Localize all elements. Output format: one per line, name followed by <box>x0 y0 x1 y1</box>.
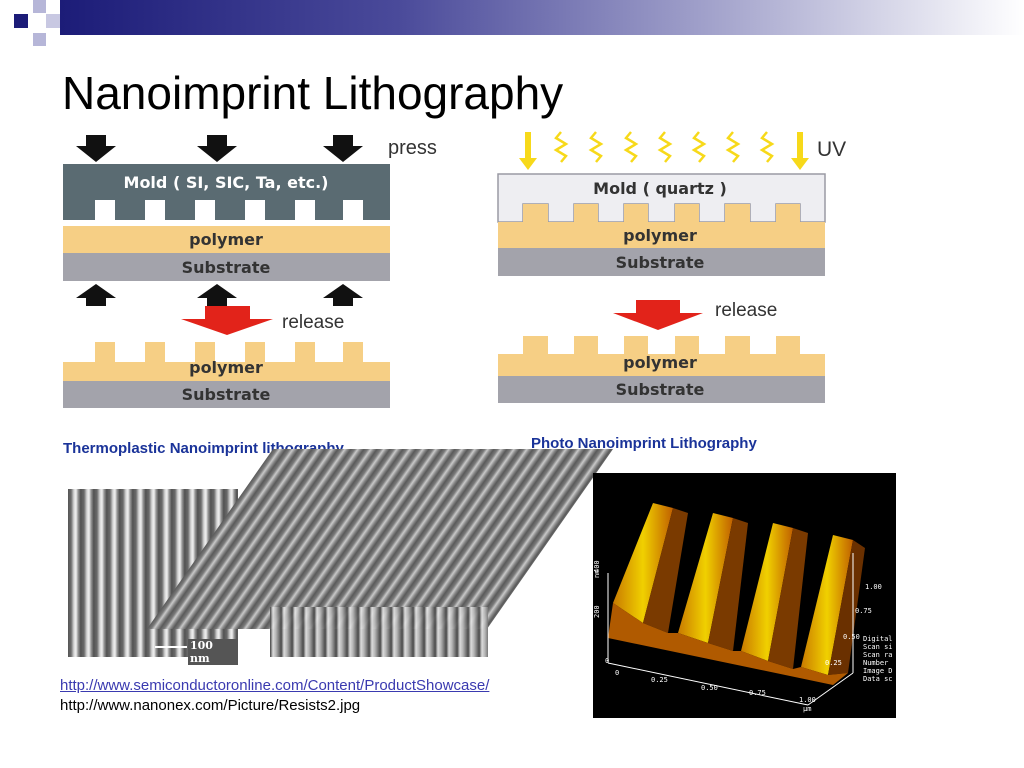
thermal-polymer-layer <box>63 226 390 253</box>
afm-axes <box>607 553 854 706</box>
source-link-semiconductoronline[interactable]: http://www.semiconductoronline.com/Conte… <box>60 677 490 694</box>
thermal-patterned-polymer <box>63 342 390 381</box>
photo-polymer-label: polymer <box>623 226 697 245</box>
afm-3d-image: nm 0 200 400 0 0.25 0.50 0.75 1.00 µm 0.… <box>593 473 896 718</box>
sem-scale-bar <box>155 646 187 648</box>
afm-y-tick: 0.50 <box>843 633 860 641</box>
afm-info-line: Scan ra <box>863 651 893 659</box>
afm-x-unit: µm <box>803 705 811 713</box>
photo-caption: Photo Nanoimprint Lithography <box>531 435 757 452</box>
afm-x-tick: 0 <box>615 669 619 677</box>
afm-info-line: Data sc <box>863 675 893 683</box>
photo-release-label: release <box>715 300 777 321</box>
afm-ridges <box>608 503 865 685</box>
photo-substrate-label-2: Substrate <box>616 380 705 399</box>
photo-substrate-layer <box>498 248 825 276</box>
thermal-polymer-label-2: polymer <box>189 358 263 377</box>
thermal-substrate-layer-2 <box>63 381 390 408</box>
thermal-substrate-layer <box>63 253 390 281</box>
lift-arrows <box>76 284 363 306</box>
photo-substrate-label: Substrate <box>616 253 705 272</box>
release-arrow <box>613 300 703 330</box>
press-arrows <box>76 135 363 162</box>
source-text-nanonex: http://www.nanonex.com/Picture/Resists2.… <box>60 697 361 714</box>
photo-polymer-layer <box>498 204 825 248</box>
photo-mold-label: Mold ( quartz ) <box>593 179 727 198</box>
afm-z-tick: 200 <box>593 605 601 618</box>
thermal-substrate-label: Substrate <box>182 258 271 277</box>
photo-patterned-polymer <box>498 336 825 376</box>
afm-info-line: Number <box>863 659 888 667</box>
afm-x-tick: 0.75 <box>749 689 766 697</box>
corner-square-light <box>33 33 46 46</box>
afm-z-tick: 0 <box>605 657 609 665</box>
header-gradient-bar <box>60 0 1024 35</box>
corner-square-light <box>46 14 60 28</box>
sem-scale-label: 100 nm <box>188 639 238 665</box>
afm-x-tick: 0.25 <box>651 676 668 684</box>
afm-info-line: Digital <box>863 635 893 643</box>
thermal-release-label: release <box>282 312 344 333</box>
afm-info-line: Image D <box>863 667 893 675</box>
release-arrow <box>181 306 273 335</box>
corner-square-dark <box>14 14 28 28</box>
afm-z-tick: 400 <box>593 560 601 573</box>
thermal-polymer-label: polymer <box>189 230 263 249</box>
afm-info-line: Scan si <box>863 643 893 651</box>
uv-arrows <box>519 131 809 170</box>
photo-substrate-layer-2 <box>498 376 825 403</box>
uv-label: UV <box>817 138 846 161</box>
corner-square-light <box>33 0 46 13</box>
thermal-mold-label: Mold ( SI, SIC, Ta, etc.) <box>124 173 329 192</box>
thermal-nil-diagram: press Mold ( SI, SIC, Ta, etc.) polymer … <box>63 135 437 408</box>
afm-x-tick: 1.00 <box>799 696 816 704</box>
afm-z-unit: nm <box>593 570 601 578</box>
thermal-substrate-label-2: Substrate <box>182 385 271 404</box>
afm-y-tick: 0.75 <box>855 607 872 615</box>
thermal-mold <box>63 164 390 220</box>
afm-y-tick: 1.00 <box>865 583 882 591</box>
afm-y-tick: 0.25 <box>825 659 842 667</box>
photo-nil-diagram: UV Mold ( quartz ) polymer Substrate rel… <box>497 131 846 403</box>
sem-ridges-image <box>146 449 614 657</box>
slide-title: Nanoimprint Lithography <box>62 67 564 119</box>
afm-x-tick: 0.50 <box>701 684 718 692</box>
press-label: press <box>388 137 437 159</box>
photo-polymer-label-2: polymer <box>623 353 697 372</box>
